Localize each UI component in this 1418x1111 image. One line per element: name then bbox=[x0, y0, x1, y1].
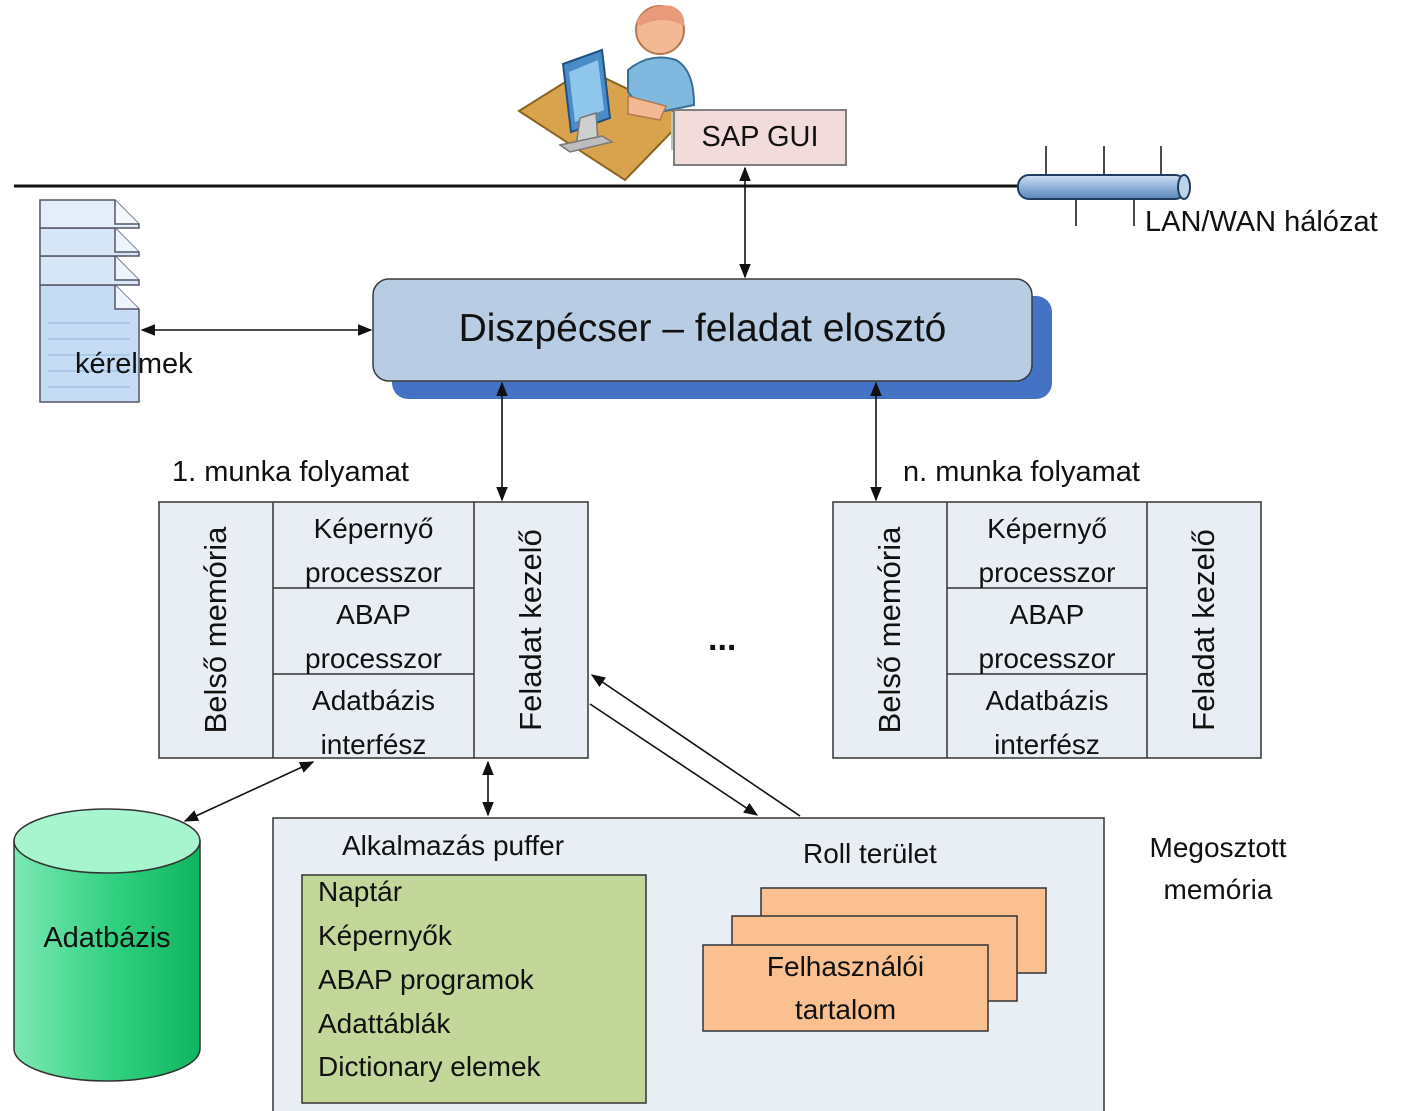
process-n-task-handler: Feladat kezelő bbox=[1186, 529, 1221, 731]
process-n-screen-processor-line1: Képernyő bbox=[987, 513, 1107, 544]
roll-content-line1: Felhasználói bbox=[766, 951, 925, 982]
roll-area-title: Roll terület bbox=[803, 838, 937, 869]
network-pipe-icon bbox=[1017, 146, 1191, 226]
dispatcher-label: Diszpécser – feladat elosztó bbox=[458, 307, 947, 350]
process-n-screen-processor-line2: processzor bbox=[978, 557, 1116, 588]
sap-gui-box bbox=[673, 109, 847, 166]
app-buffer-title: Alkalmazás puffer bbox=[342, 830, 565, 861]
process-1-internal-memory: Belső memória bbox=[198, 526, 233, 734]
work-process-n-box bbox=[832, 501, 1262, 759]
dispatcher-box bbox=[372, 278, 1033, 382]
app-buffer-item: ABAP programok bbox=[318, 964, 534, 995]
shared-memory-label-line2: memória bbox=[1163, 874, 1273, 905]
app-buffer-item: Képernyők bbox=[318, 920, 452, 951]
process-n-db-interface-line2: interfész bbox=[994, 729, 1100, 760]
ellipsis: ... bbox=[708, 620, 737, 658]
process-n-db-interface-line1: Adatbázis bbox=[985, 685, 1109, 716]
process-1-title: 1. munka folyamat bbox=[172, 456, 409, 488]
arrow-process-to-roll bbox=[589, 703, 759, 816]
process-1-abap-processor-line1: ABAP bbox=[336, 599, 411, 630]
roll-card-front bbox=[702, 944, 989, 1032]
sap-gui-label: SAP GUI bbox=[701, 121, 819, 153]
database-label: Adatbázis bbox=[43, 922, 171, 954]
arrow-db-interface-database bbox=[183, 761, 315, 822]
arrow-roll-to-process bbox=[590, 674, 801, 817]
network-label: LAN/WAN hálózat bbox=[1145, 206, 1378, 238]
roll-content-line2: tartalom bbox=[794, 994, 897, 1025]
process-n-internal-memory: Belső memória bbox=[872, 526, 907, 734]
process-1-abap-processor-line2: processzor bbox=[305, 643, 442, 674]
process-n-abap-processor-line1: ABAP bbox=[1009, 599, 1085, 630]
process-n-title: n. munka folyamat bbox=[903, 456, 1140, 488]
app-buffer-item: Adattáblák bbox=[318, 1008, 451, 1039]
app-buffer-box bbox=[301, 874, 647, 1104]
app-buffer-item: Naptár bbox=[318, 876, 403, 907]
database-cylinder bbox=[13, 808, 201, 1082]
process-n-abap-processor-line2: processzor bbox=[978, 643, 1116, 674]
user-at-computer-icon bbox=[517, 5, 696, 182]
shared-memory-label-line1: Megosztott bbox=[1149, 832, 1287, 863]
process-1-db-interface-line2: interfész bbox=[320, 729, 427, 760]
request-documents-icon bbox=[39, 199, 140, 403]
process-1-task-handler: Feladat kezelő bbox=[513, 529, 548, 731]
process-1-screen-processor-line1: Képernyő bbox=[313, 513, 434, 544]
process-1-db-interface-line1: Adatbázis bbox=[312, 685, 435, 716]
requests-label: kérelmek bbox=[75, 348, 193, 380]
process-1-screen-processor-line2: processzor bbox=[305, 557, 442, 588]
app-buffer-item: Dictionary elemek bbox=[318, 1051, 541, 1082]
work-process-1-box bbox=[158, 501, 589, 759]
